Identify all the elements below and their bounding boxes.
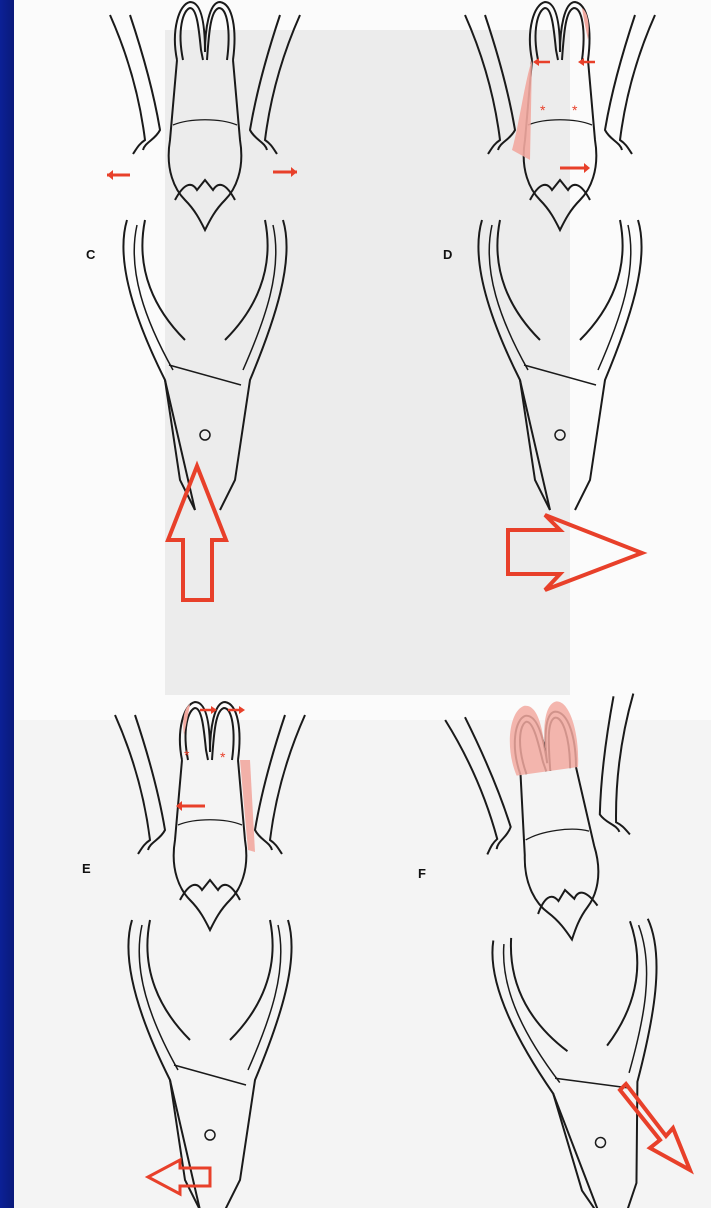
- panel-d-diagram: * *: [465, 2, 655, 510]
- force-arrow-right: [508, 515, 642, 590]
- svg-text:*: *: [572, 102, 578, 118]
- panel-f-diagram: [445, 691, 705, 1208]
- panel-c-diagram: [107, 2, 300, 510]
- force-arrow-left: [148, 1160, 210, 1194]
- force-arrow-down-right: [620, 1084, 690, 1170]
- panel-e-diagram: * *: [115, 702, 305, 1208]
- svg-text:*: *: [184, 747, 190, 763]
- force-arrow-up: [168, 466, 226, 600]
- svg-text:*: *: [220, 749, 226, 765]
- svg-text:*: *: [540, 102, 546, 118]
